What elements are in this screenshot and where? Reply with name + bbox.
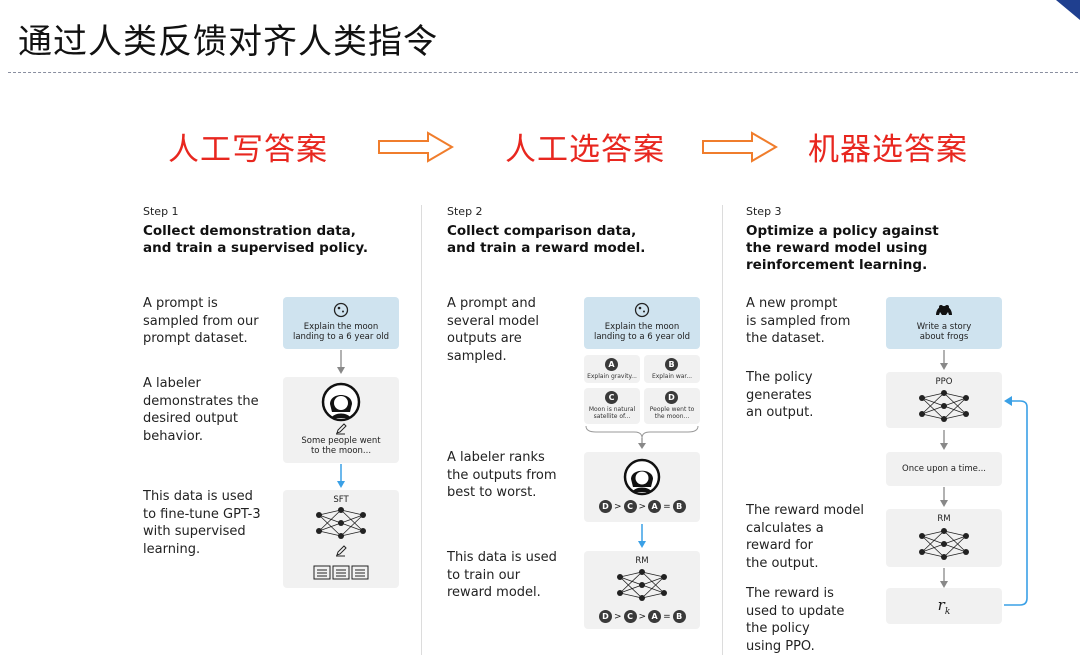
title-divider xyxy=(8,72,1078,73)
step3-number: Step 3 xyxy=(746,205,782,218)
rank-node: D xyxy=(599,610,612,623)
rank-operator: > xyxy=(638,611,647,622)
ranking-row: D > C > A = B xyxy=(599,500,686,513)
flow-arrow-icon xyxy=(337,464,345,488)
step2-ranking-card: D > C > A = B xyxy=(584,452,700,522)
step1-heading: Collect demonstration data,and train a s… xyxy=(143,223,369,256)
column-divider xyxy=(421,205,422,655)
flow-arrow-icon xyxy=(337,350,345,374)
slide-title: 通过人类反馈对齐人类指令 xyxy=(18,22,438,62)
step2-heading: Collect comparison data,and train a rewa… xyxy=(447,223,646,256)
moon-icon xyxy=(634,302,650,318)
stage-label-human-write: 人工写答案 xyxy=(168,132,328,168)
rank-node: C xyxy=(623,500,637,513)
policy-output-text: Once upon a time... xyxy=(902,464,986,474)
reward-symbol: rk xyxy=(937,596,951,617)
stage-label-human-select: 人工选答案 xyxy=(505,132,665,168)
flow-arrow-icon xyxy=(940,350,948,370)
bracket-arrow-icon xyxy=(585,425,699,449)
neural-network-icon xyxy=(919,528,969,560)
column-divider xyxy=(722,205,723,655)
step2-rm-card: RM D > C > A = B xyxy=(584,551,700,629)
neural-network-icon xyxy=(919,390,969,422)
step2-output-card: B Explain war... xyxy=(644,355,700,383)
step1-sft-card: SFT xyxy=(283,490,399,588)
frog-icon xyxy=(936,305,952,315)
step1-number: Step 1 xyxy=(143,205,179,218)
rank-node: B xyxy=(672,610,686,623)
pencil-icon xyxy=(336,545,347,557)
output-text: Explain gravity... xyxy=(587,373,637,380)
stage-label-machine-select: 机器选答案 xyxy=(808,132,968,168)
step2-output-card: A Explain gravity... xyxy=(584,355,640,383)
flow-arrow-icon xyxy=(940,430,948,450)
output-letter: A xyxy=(605,358,618,371)
rank-node: A xyxy=(648,500,662,513)
rank-operator: > xyxy=(614,501,622,512)
neural-network-icon xyxy=(316,507,366,539)
rank-node: B xyxy=(672,500,686,513)
rank-node: C xyxy=(623,610,637,623)
feedback-loop-arrow-icon xyxy=(1004,396,1028,606)
person-icon xyxy=(623,458,661,496)
rank-operator: = xyxy=(663,611,671,622)
flow-arrow-icon xyxy=(940,568,948,588)
ranking-row: D > C > A = B xyxy=(599,610,686,623)
rm-label: RM xyxy=(937,514,951,524)
sft-label: SFT xyxy=(333,495,349,505)
rank-node: A xyxy=(648,610,662,623)
step3-output-card: Once upon a time... xyxy=(886,452,1002,486)
rm-label: RM xyxy=(635,556,649,566)
step2-number: Step 2 xyxy=(447,205,483,218)
pencil-icon xyxy=(336,423,347,435)
rank-operator: > xyxy=(638,501,647,512)
flow-arrow-icon xyxy=(940,487,948,507)
output-letter: D xyxy=(665,391,678,404)
stage-arrow-icon xyxy=(378,131,454,163)
step3-rm-card: RM xyxy=(886,509,1002,567)
output-letter: C xyxy=(605,391,618,404)
stage-arrow-icon xyxy=(702,131,778,163)
documents-icon xyxy=(313,565,369,580)
corner-decoration xyxy=(1056,0,1080,20)
moon-icon xyxy=(333,302,349,318)
rank-operator: > xyxy=(614,611,622,622)
ppo-label: PPO xyxy=(935,377,953,387)
output-text: Explain war... xyxy=(651,373,693,380)
flow-arrow-icon xyxy=(638,524,646,548)
step3-policy-card: PPO xyxy=(886,372,1002,428)
step3-reward-card: rk xyxy=(886,588,1002,624)
neural-network-icon xyxy=(617,569,667,601)
person-icon xyxy=(321,382,361,422)
rank-node: D xyxy=(599,500,612,513)
rank-operator: = xyxy=(663,501,671,512)
output-letter: B xyxy=(665,358,678,371)
